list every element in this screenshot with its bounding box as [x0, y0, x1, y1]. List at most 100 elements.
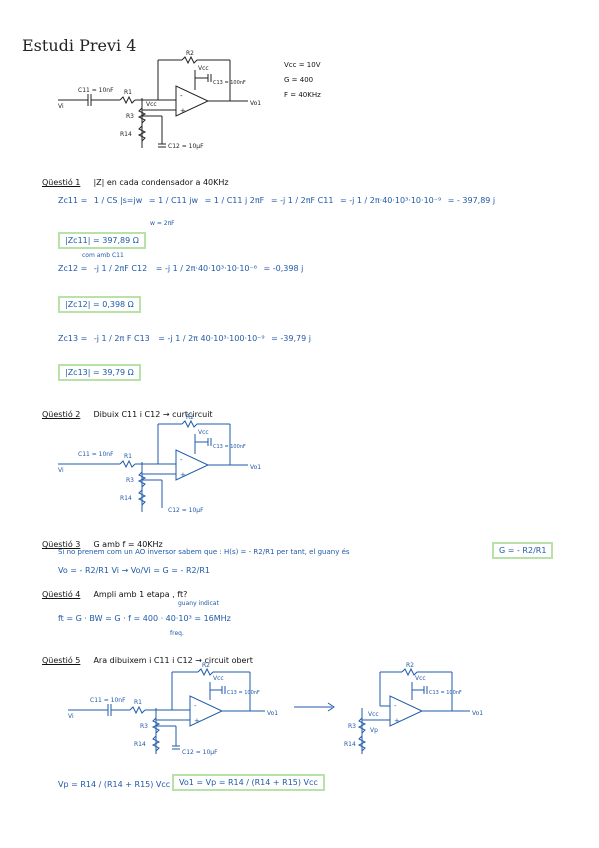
z12-lhs: Zc12 = — [58, 264, 88, 273]
plus-sign: + — [180, 107, 186, 115]
q3-line-2: Vo = - R2/R1 Vi → Vo/Vi = G = - R2/R1 — [58, 566, 210, 575]
q4-heading-row: Qüestió 4 Ampli amb 1 etapa , ft? — [42, 582, 187, 601]
c13-label-4: C13 = 100nF — [429, 690, 462, 696]
z12-step-1: -j 1 / 2πF C12 — [93, 264, 148, 273]
vcc-label: Vcc — [198, 65, 209, 72]
vcc-label-3: Vcc — [198, 429, 209, 436]
z13-step-2: = -j 1 / 2π 40·10³·100·10⁻⁹ — [158, 334, 265, 343]
z11-step-5: = -j 1 / 2π·40·10³·10·10⁻⁹ — [339, 196, 442, 205]
vo-label-2: Vo1 — [250, 464, 261, 471]
q3-heading: Qüestió 3 — [42, 540, 81, 549]
q2-text: Dibuix C11 i C12 → curtcircuit — [93, 410, 213, 419]
q3-line-1: Si no prenem com un AO inversor sabem qu… — [58, 548, 350, 556]
z13-step-1: -j 1 / 2π F C13 — [93, 334, 150, 343]
result-box-zc12: |Zc12| = 0,398 Ω — [58, 296, 141, 313]
z13-equation: Zc13 = -j 1 / 2π F C13 = -j 1 / 2π 40·10… — [58, 334, 311, 343]
z11-step-1: 1 / CS |s=jw — [93, 196, 143, 205]
vcc-label-4: Vcc — [213, 675, 224, 682]
z13-lhs: Zc13 = — [58, 334, 88, 343]
q1-text: |Z| en cada condensador a 40KHz — [93, 178, 229, 187]
r3-label: R3 — [126, 113, 134, 120]
c12-label-2: C12 = 10µF — [168, 507, 204, 514]
z12-equation: Zc12 = -j 1 / 2πF C12 = -j 1 / 2π·40·10³… — [58, 264, 303, 273]
vo-result-box: Vo1 = Vp = R14 / (R14 + R15) Vcc — [172, 774, 325, 791]
q4-heading: Qüestió 4 — [42, 590, 81, 599]
note-freq: freq. — [170, 630, 184, 637]
result-box-zc13: |Zc13| = 39,79 Ω — [58, 364, 141, 381]
circuit-diagram-2: C11 = 10nF Vi R1 R2 Vcc C13 = 100nF - + … — [58, 414, 261, 514]
c11-label-2: C11 = 10nF — [78, 451, 114, 458]
r3-label-3: R3 — [140, 723, 148, 730]
q4-text: Ampli amb 1 etapa , ft? — [93, 590, 188, 599]
vp-label: Vp — [370, 727, 378, 734]
arrow-icon — [294, 702, 335, 712]
z11-equation: Zc11 = 1 / CS |s=jw = 1 / C11 jw = 1 / C… — [58, 196, 495, 205]
q5-heading: Qüestió 5 — [42, 656, 81, 665]
note-gain: guany indicat — [178, 600, 219, 607]
r1-label-2: R1 — [124, 453, 132, 460]
minus-sign-2: - — [180, 456, 183, 464]
result-box-zc11: |Zc11| = 397,89 Ω — [58, 232, 146, 249]
q2-heading: Qüestió 2 — [42, 410, 81, 419]
z11-step-2: = 1 / C11 jw — [148, 196, 199, 205]
z11-lhs: Zc11 = — [58, 196, 88, 205]
plus-sign-3: + — [194, 717, 200, 725]
c12-label-3: C12 = 10µF — [182, 749, 218, 756]
z12-note: com amb C11 — [82, 252, 124, 259]
r1-label: R1 — [124, 89, 132, 96]
c12-label: C12 = 10µF — [168, 143, 204, 150]
r2-label: R2 — [186, 50, 194, 57]
vcc-label-5: Vcc — [415, 675, 426, 682]
plus-sign-2: + — [180, 471, 186, 479]
q2-heading-row: Qüestió 2 Dibuix C11 i C12 → curtcircuit — [42, 402, 213, 421]
minus-sign: - — [180, 92, 183, 100]
vi-label-2: Vi — [58, 467, 64, 474]
r1-label-3: R1 — [134, 699, 142, 706]
c11-label: C11 = 10nF — [78, 87, 114, 94]
spec-vcc: Vcc = 10V — [284, 61, 321, 69]
vcc-label-6: Vcc — [368, 711, 379, 718]
z11-step-4: = -j 1 / 2πF C11 — [270, 196, 334, 205]
r14-label: R14 — [120, 131, 132, 138]
z13-result: = -39,79 j — [271, 334, 311, 343]
minus-sign-4: - — [394, 702, 397, 710]
r3-label-2: R3 — [126, 477, 134, 484]
q3-text: G amb f = 40KHz — [93, 540, 163, 549]
circuit-diagram-1: C11 = 10nF Vi R1 R2 Vcc C13 = 100nF - + … — [58, 50, 261, 150]
c11-label-3: C11 = 10nF — [90, 697, 126, 704]
r14-label-4: R14 — [344, 741, 356, 748]
minus-sign-3: - — [194, 702, 197, 710]
vo-label-3: Vo1 — [267, 710, 278, 717]
r14-label-3: R14 — [134, 741, 146, 748]
z12-result: = -0,398 j — [263, 264, 304, 273]
vi-label: Vi — [58, 103, 64, 110]
c13-label-2: C13 = 100nF — [213, 444, 246, 450]
q3-heading-row: Qüestió 3 G amb f = 40KHz — [42, 532, 163, 551]
q5-heading-row: Qüestió 5 Ara dibuixem i C11 i C12 → cir… — [42, 648, 253, 667]
w-note: w = 2πF — [150, 220, 175, 227]
page-title: Estudi Previ 4 — [22, 36, 137, 55]
vi-label-3: Vi — [68, 713, 74, 720]
circuit-diagram-3: C11 = 10nF Vi R1 R2 Vcc C13 = 100nF - + … — [68, 662, 278, 756]
circuit-diagram-4: R2 Vcc C13 = 100nF - + Vo1 Vcc R3 Vp R14 — [344, 662, 483, 754]
z11-result: = - 397,89 j — [447, 196, 496, 205]
q1-heading: Qüestió 1 — [42, 178, 81, 187]
vcc-label-2: Vcc — [146, 101, 157, 108]
spec-freq: F = 40KHz — [284, 91, 321, 99]
vo-label: Vo1 — [250, 100, 261, 107]
r3-label-4: R3 — [348, 723, 356, 730]
r2-label-4: R2 — [406, 662, 414, 669]
z12-step-2: = -j 1 / 2π·40·10³·10·10⁻⁶ — [155, 264, 257, 273]
c13-label: C13 = 100nF — [213, 80, 246, 86]
r2-label-2: R2 — [186, 414, 194, 421]
vo-label-4: Vo1 — [472, 710, 483, 717]
gain-result-box: G = - R2/R1 — [492, 542, 554, 559]
plus-sign-4: + — [394, 717, 400, 725]
vp-formula: Vp = R14 / (R14 + R15) Vcc — [58, 780, 171, 789]
r14-label-2: R14 — [120, 495, 132, 502]
spec-gain: G = 400 — [284, 76, 314, 84]
c13-label-3: C13 = 100nF — [227, 690, 260, 696]
ft-formula: ft = G · BW = G · f = 400 · 40·10³ = 16M… — [58, 614, 231, 623]
q1-heading-row: Qüestió 1 |Z| en cada condensador a 40KH… — [42, 170, 229, 189]
r2-label-3: R2 — [202, 662, 210, 669]
